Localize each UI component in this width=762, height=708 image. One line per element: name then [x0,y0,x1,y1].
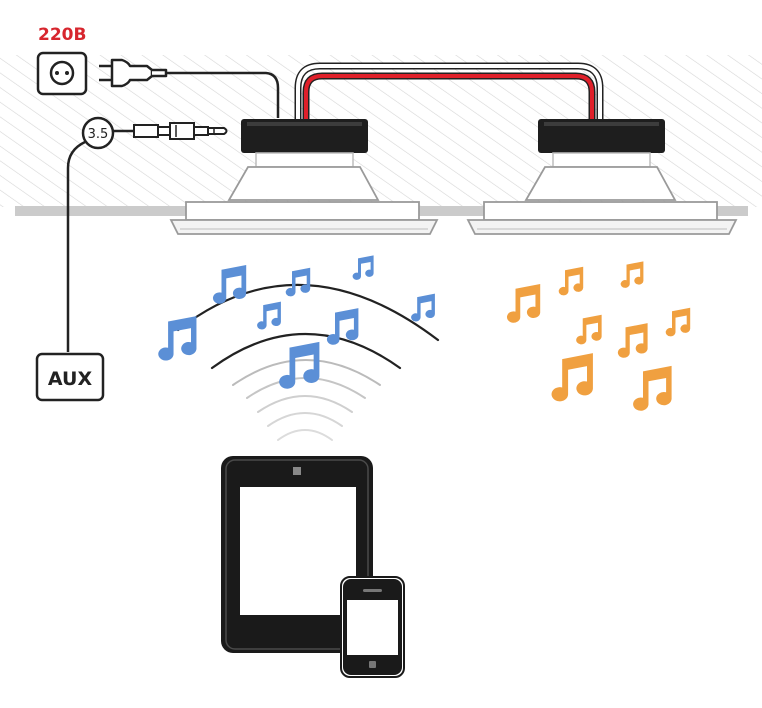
music-note-icon [285,267,311,297]
music-note-icon [620,261,644,288]
audio-jack-icon: 3.5 [81,116,228,150]
tablet-icon [221,456,373,653]
music-notes-right [506,261,691,411]
ceiling-speaker-left [169,119,439,235]
music-note-icon [279,341,320,389]
jack-label: 3.5 [88,127,109,142]
aux-input: AUX [35,352,105,402]
music-note-icon [506,284,541,323]
power-socket-icon [36,51,88,96]
music-note-icon [617,323,648,358]
aux-label: AUX [48,368,93,390]
voltage-label: 220В [38,25,86,45]
music-note-icon [257,301,281,330]
music-note-icon [352,255,374,280]
music-note-icon [551,353,593,402]
power-cable [166,71,280,118]
music-note-icon [558,266,584,296]
music-note-icon [633,365,672,411]
power-plug-icon [99,58,168,88]
music-note-icon [665,307,691,337]
smartphone-icon [340,576,405,678]
music-notes-left [158,255,435,389]
aux-cable [66,140,86,352]
wireless-waves-icon [176,283,440,441]
speaker-interconnect-wire [294,62,604,120]
music-note-icon [158,316,197,361]
music-note-icon [411,293,435,322]
music-note-icon [576,314,602,345]
ceiling-speaker-right [466,119,738,235]
